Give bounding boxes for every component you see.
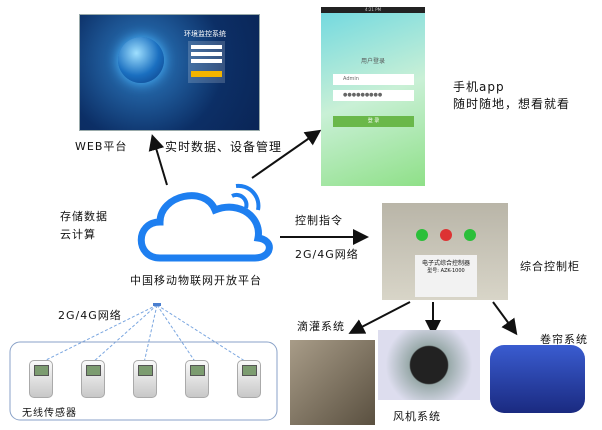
wireless-sensor [29, 360, 53, 398]
phone-username-field: Admin [333, 74, 414, 85]
wireless-links [39, 304, 249, 364]
cabinet-nameplate: 电子式综合控制器 型号: AZK-1000 [415, 255, 477, 297]
wireless-sensor [237, 360, 261, 398]
phone-slogan: 随时随地，想看就看 [453, 97, 571, 111]
sensor-network-label: 2G/4G网络 [58, 309, 122, 322]
plate-title: 电子式综合控制器 [421, 260, 470, 267]
storage-label: 存储数据 [60, 210, 108, 223]
sensor-label: 无线传感器 [22, 408, 77, 419]
arrow-to-phone [251, 129, 322, 179]
curtain-motor-photo [490, 345, 585, 413]
web-login-form [188, 41, 225, 83]
web-screen-title: 环境监控系统 [184, 30, 226, 38]
control-command-label: 控制指令 [295, 214, 343, 227]
arrow-to-drip [348, 301, 411, 334]
wireless-sensor [81, 360, 105, 398]
web-caption: 实时数据、设备管理 [165, 140, 283, 154]
phone-login-button: 登 录 [333, 116, 414, 127]
cloud-platform-name: 中国移动物联网开放平台 [130, 274, 262, 287]
control-cabinet-photo: 电子式综合控制器 型号: AZK-1000 [382, 203, 508, 300]
network-hub-icon [153, 303, 161, 306]
phone-screen-title: 用户登录 [360, 58, 385, 65]
cabinet-label: 综合控制柜 [520, 260, 580, 273]
fan-system-label: 风机系统 [393, 410, 441, 423]
fan-system-photo [378, 330, 480, 400]
curtain-system-label: 卷帘系统 [540, 333, 588, 346]
red-lamp-icon [440, 229, 452, 241]
green-lamp-icon [416, 229, 428, 241]
cloud-computing-label: 云计算 [60, 228, 96, 241]
cloud-icon [137, 183, 273, 262]
drip-system-photo [290, 340, 375, 425]
web-platform-label: WEB平台 [75, 140, 128, 153]
plate-model: 型号: AZK-1000 [427, 268, 465, 274]
wireless-sensor [185, 360, 209, 398]
drip-system-label: 滴灌系统 [297, 320, 345, 333]
arrow-to-curtain [492, 301, 518, 336]
green-lamp-icon [464, 229, 476, 241]
phone-password-field: ●●●●●●●●● [333, 90, 414, 101]
control-network-label: 2G/4G网络 [295, 248, 359, 261]
globe-icon [118, 37, 164, 83]
phone-app-label: 手机app [453, 80, 505, 94]
wireless-sensor [133, 360, 157, 398]
web-platform-screenshot: 环境监控系统 [79, 14, 260, 131]
arrow-to-web [148, 134, 168, 186]
phone-app-screenshot: 4:21 PM 用户登录 Admin ●●●●●●●●● 登 录 [321, 7, 425, 186]
phone-status-bar: 4:21 PM [321, 7, 425, 13]
sensor-group-frame [9, 341, 278, 421]
